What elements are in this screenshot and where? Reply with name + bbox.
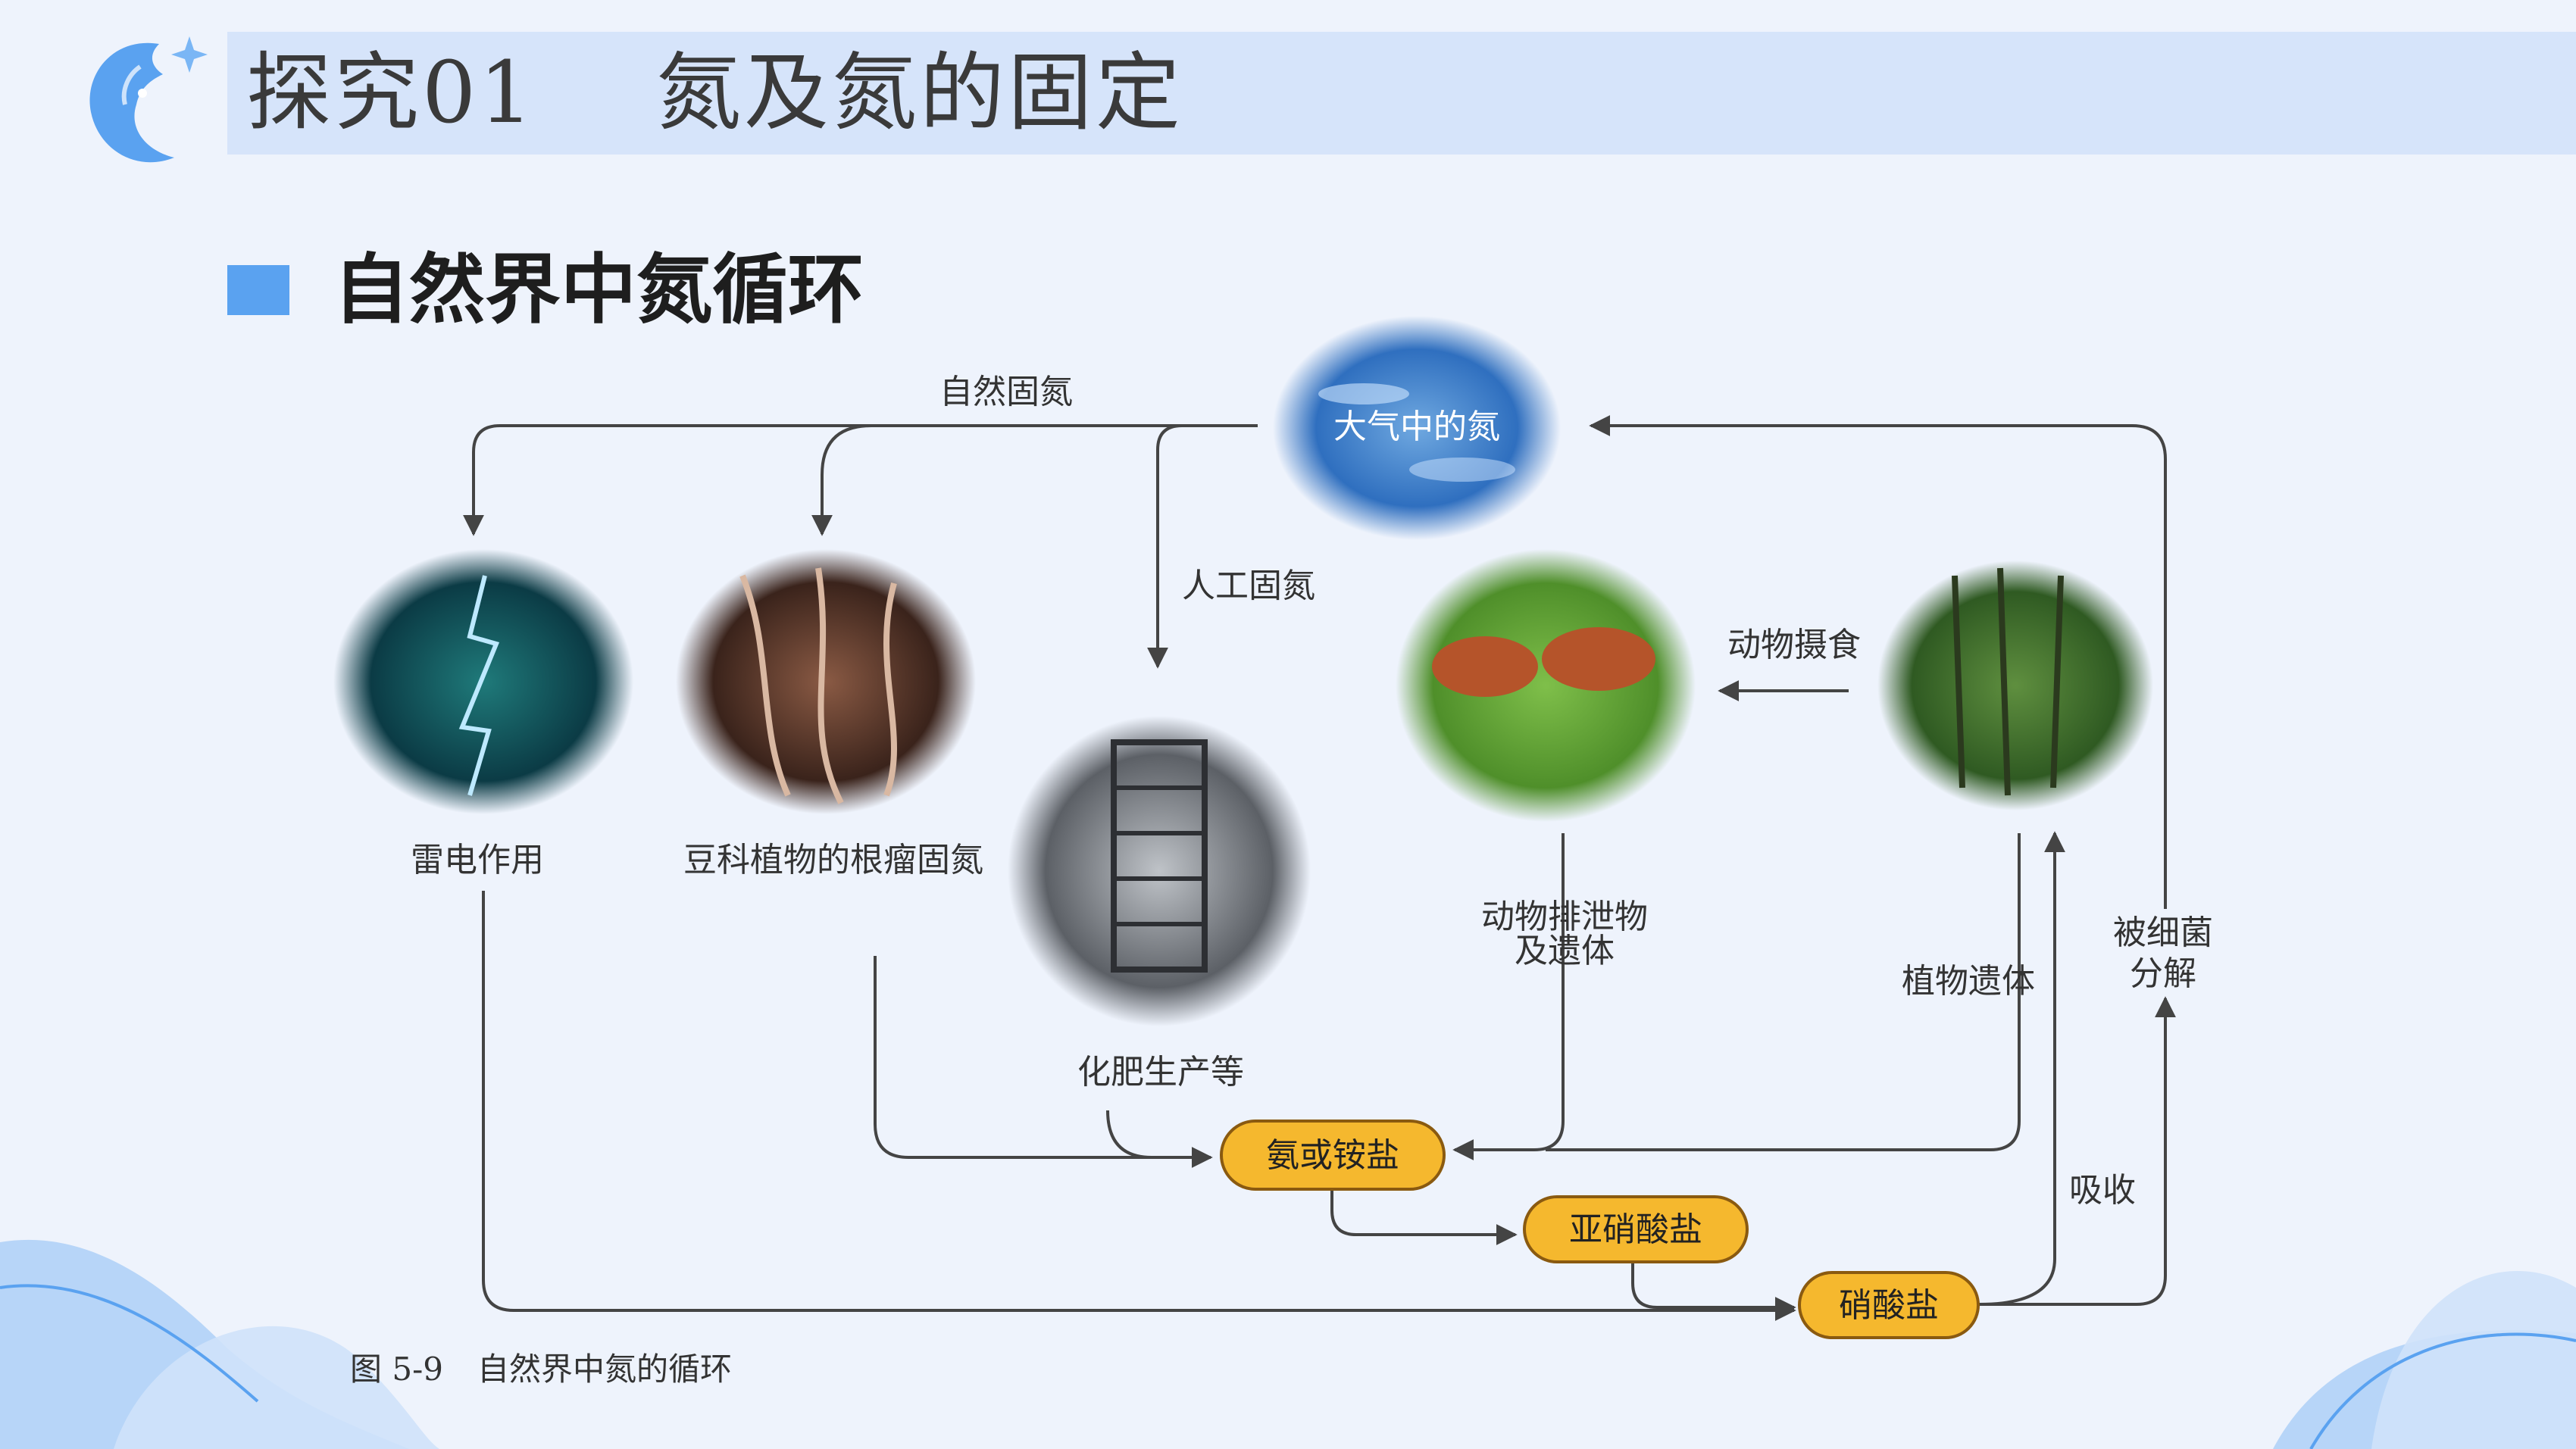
- node-nodules-image: [676, 549, 976, 814]
- edge-label-animal-feeding: 动物摄食: [1727, 626, 1861, 664]
- node-factory-label: 化肥生产等: [1077, 1053, 1244, 1091]
- arrow-atm-to-factory: [1147, 424, 1258, 669]
- title-bar: [227, 32, 2576, 155]
- arrow-nitrate-absorb: [1978, 831, 2065, 1306]
- wave-right-light: [2371, 1270, 2576, 1449]
- node-ammonia: 氨或铵盐: [1220, 1120, 1446, 1191]
- edge-label-bacteria-2: 分解: [2130, 954, 2196, 993]
- node-forest-label: 植物遗体: [1902, 962, 2035, 1001]
- node-ammonia-label: 氨或铵盐: [1266, 1136, 1399, 1175]
- node-forest-image: [1877, 561, 2153, 810]
- arrow-nitrite-to-nitrate: [1631, 1262, 1796, 1318]
- figure-caption-text: 自然界中氮的循环: [477, 1351, 732, 1388]
- node-lightning-label: 雷电作用: [411, 841, 544, 879]
- node-cattle-label: 动物排泄物: [1481, 898, 1648, 936]
- node-nitrate: 硝酸盐: [1798, 1271, 1980, 1339]
- edge-label-absorb: 吸收: [2069, 1171, 2136, 1210]
- node-atmosphere-label: 大气中的氮: [1333, 408, 1500, 446]
- node-nodules-label: 豆科植物的根瘤固氮: [683, 841, 983, 879]
- arrow-atm-to-lightning: [463, 424, 1258, 536]
- line-lightning-bottom: [482, 891, 1796, 1321]
- edge-label-artificial-fixation: 人工固氮: [1182, 567, 1315, 605]
- connectors: [463, 415, 2176, 1321]
- arrow-ammonia-to-nitrite: [1330, 1189, 1518, 1245]
- edge-label-natural-fixation: 自然固氮: [939, 373, 1073, 411]
- line-cattle-down: [1452, 833, 1565, 1160]
- node-nitrite-label: 亚硝酸盐: [1569, 1210, 1702, 1249]
- node-cattle-image: [1396, 549, 1696, 822]
- page-title: 探究01 氮及氮的固定: [246, 44, 1183, 142]
- moon-face-icon: [89, 36, 208, 163]
- figure-caption-number: 图 5-9: [350, 1351, 443, 1388]
- line-forest-down: [1546, 833, 2021, 1151]
- node-nitrite: 亚硝酸盐: [1523, 1195, 1749, 1263]
- node-lightning-image: [333, 549, 633, 814]
- line-factory-curve: [1106, 1110, 1211, 1159]
- wave-right-line: [2309, 1332, 2576, 1449]
- node-cattle-label-2: 及遗体: [1515, 932, 1615, 970]
- line-bacteria-up: [1589, 415, 2167, 909]
- wave-left-light: [114, 1326, 439, 1449]
- line-nodules-down: [874, 956, 1213, 1168]
- section-title: 自然界中氮循环: [333, 245, 864, 334]
- node-nitrate-label: 硝酸盐: [1839, 1286, 1939, 1325]
- wave-left-line: [0, 1284, 259, 1403]
- node-factory-image: [1008, 716, 1311, 1026]
- arrow-atm-to-nodules: [811, 424, 872, 536]
- node-atmosphere-image: [1273, 316, 1561, 540]
- arrow-nitrate-bacteria: [1979, 996, 2176, 1306]
- edge-label-bacteria-1: 被细菌: [2113, 913, 2213, 952]
- section-bullet: [227, 265, 289, 315]
